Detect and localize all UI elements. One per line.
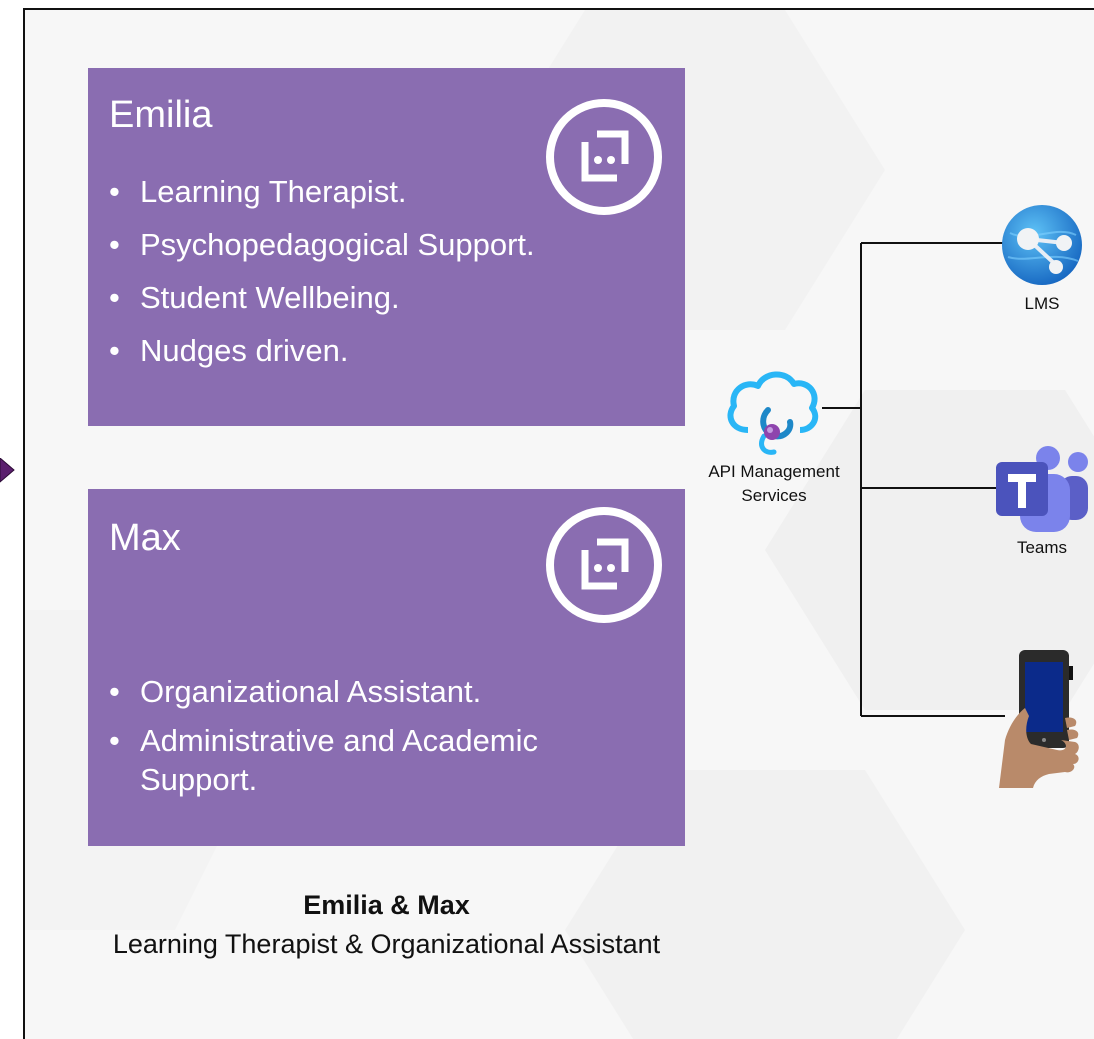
mobile-phone-icon xyxy=(999,650,1079,788)
bot-icon xyxy=(546,99,662,215)
max-point: Organizational Assistant. xyxy=(109,672,660,711)
emilia-point: Learning Therapist. xyxy=(109,165,535,218)
cloud-api-icon xyxy=(727,371,819,455)
incoming-arrow-tip xyxy=(0,458,15,483)
emilia-point: Psychopedagogical Support. xyxy=(109,218,535,271)
bot-icon xyxy=(546,507,662,623)
max-card: Max Organizational Assistant. Administra… xyxy=(88,489,685,846)
emilia-point: Student Wellbeing. xyxy=(109,271,535,324)
teams-icon xyxy=(996,446,1088,532)
lms-label: LMS xyxy=(1024,294,1060,313)
teams-label: Teams xyxy=(1016,538,1068,557)
max-point: Administrative and Academic Support. xyxy=(109,721,660,799)
caption: Emilia & Max Learning Therapist & Organi… xyxy=(88,890,685,963)
caption-title: Emilia & Max xyxy=(303,890,470,920)
web-app-icon xyxy=(1002,205,1082,285)
emilia-card: Emilia Learning Therapist. Psychopedagog… xyxy=(88,68,685,426)
api-management-label: API Management Services xyxy=(708,462,840,505)
caption-subtitle: Learning Therapist & Organizational Assi… xyxy=(112,929,661,959)
emilia-points: Learning Therapist. Psychopedagogical Su… xyxy=(109,165,535,377)
max-title: Max xyxy=(109,517,181,559)
max-points: Organizational Assistant. Administrative… xyxy=(109,672,660,809)
emilia-point: Nudges driven. xyxy=(109,324,535,377)
emilia-title: Emilia xyxy=(109,94,213,136)
